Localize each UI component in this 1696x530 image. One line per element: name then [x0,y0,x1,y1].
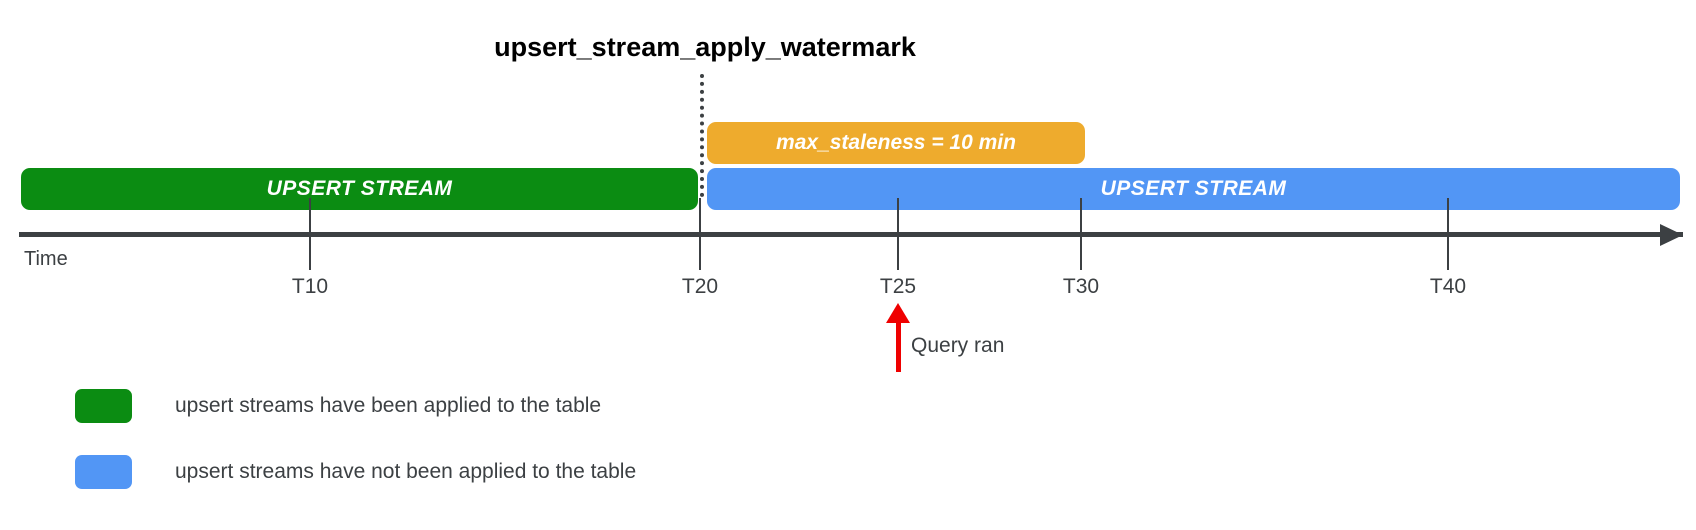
max-staleness-label: max_staleness = 10 min [776,131,1016,154]
upsert-stream-pending-label: UPSERT STREAM [1100,177,1287,200]
query-marker-shaft [896,318,901,372]
query-marker-label: Query ran [911,334,1005,357]
time-axis-line [19,232,1683,237]
axis-tick-t25 [897,198,899,270]
watermark-dotted-line [700,74,704,197]
legend-item-label: upsert streams have been applied to the … [175,394,602,417]
axis-tick-label-t20: T20 [681,275,719,298]
axis-tick-label-t25: T25 [879,275,917,298]
legend-item: upsert streams have been applied to the … [75,388,636,424]
query-marker-arrow-icon [886,303,910,323]
time-axis-caption: Time [24,248,68,270]
legend: upsert streams have been applied to the … [75,388,636,520]
axis-tick-t30 [1080,198,1082,270]
max-staleness-bar: max_staleness = 10 min [707,122,1085,164]
legend-swatch-pending [75,455,132,489]
upsert-stream-pending-bar: UPSERT STREAM [707,168,1680,210]
axis-tick-label-t30: T30 [1062,275,1100,298]
time-axis-arrow-icon [1660,224,1683,246]
axis-tick-t10 [309,198,311,270]
legend-item: upsert streams have not been applied to … [75,454,636,490]
upsert-stream-applied-label: UPSERT STREAM [266,177,453,200]
legend-swatch-applied [75,389,132,423]
axis-tick-label-t10: T10 [291,275,329,298]
upsert-stream-applied-bar: UPSERT STREAM [21,168,698,210]
axis-tick-t40 [1447,198,1449,270]
axis-tick-label-t40: T40 [1429,275,1467,298]
page-title: upsert_stream_apply_watermark [494,32,916,62]
legend-item-label: upsert streams have not been applied to … [175,460,637,483]
axis-tick-t20 [699,198,701,270]
